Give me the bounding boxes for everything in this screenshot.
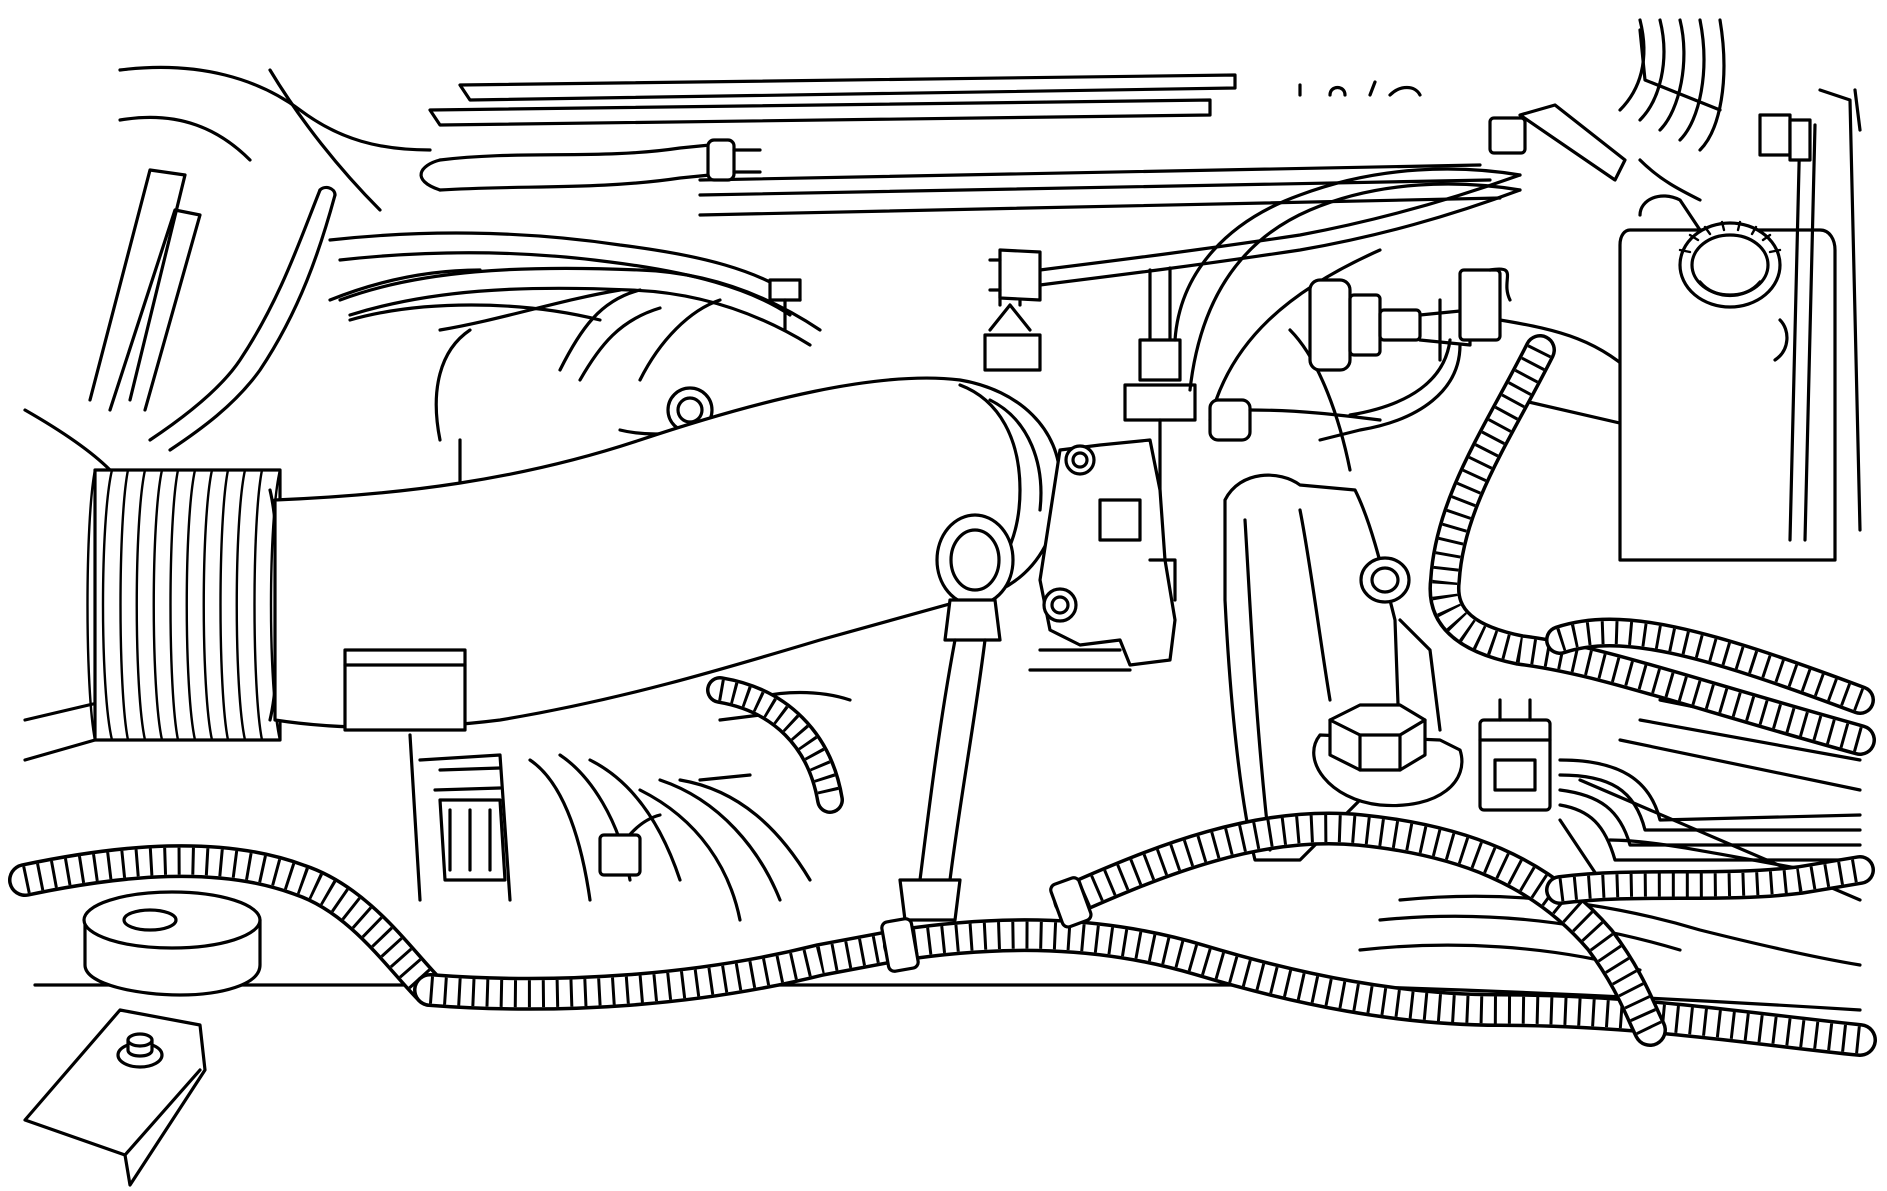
- air-intake-duct: [273, 376, 1062, 732]
- wiring-harness: [8, 334, 1877, 1057]
- upper-coolant-hose: [419, 138, 762, 192]
- air-intake-bellows: [86, 468, 282, 742]
- vacuum-hoses-left: [148, 185, 822, 452]
- mounting-tab: [23, 1008, 207, 1187]
- alternator-area: [408, 690, 852, 922]
- vacuum-hose-center: [988, 167, 1522, 502]
- ground-strap: [898, 638, 987, 922]
- mounting-bolt: [1312, 703, 1464, 808]
- wire-bundle-top-right: [1298, 18, 1726, 202]
- ground-post: [82, 890, 262, 997]
- coolant-reservoir: [1618, 113, 1837, 562]
- sensor-connector: [1478, 698, 1552, 812]
- purge-solenoid: [1208, 267, 1512, 442]
- throttle-body: [1028, 438, 1177, 672]
